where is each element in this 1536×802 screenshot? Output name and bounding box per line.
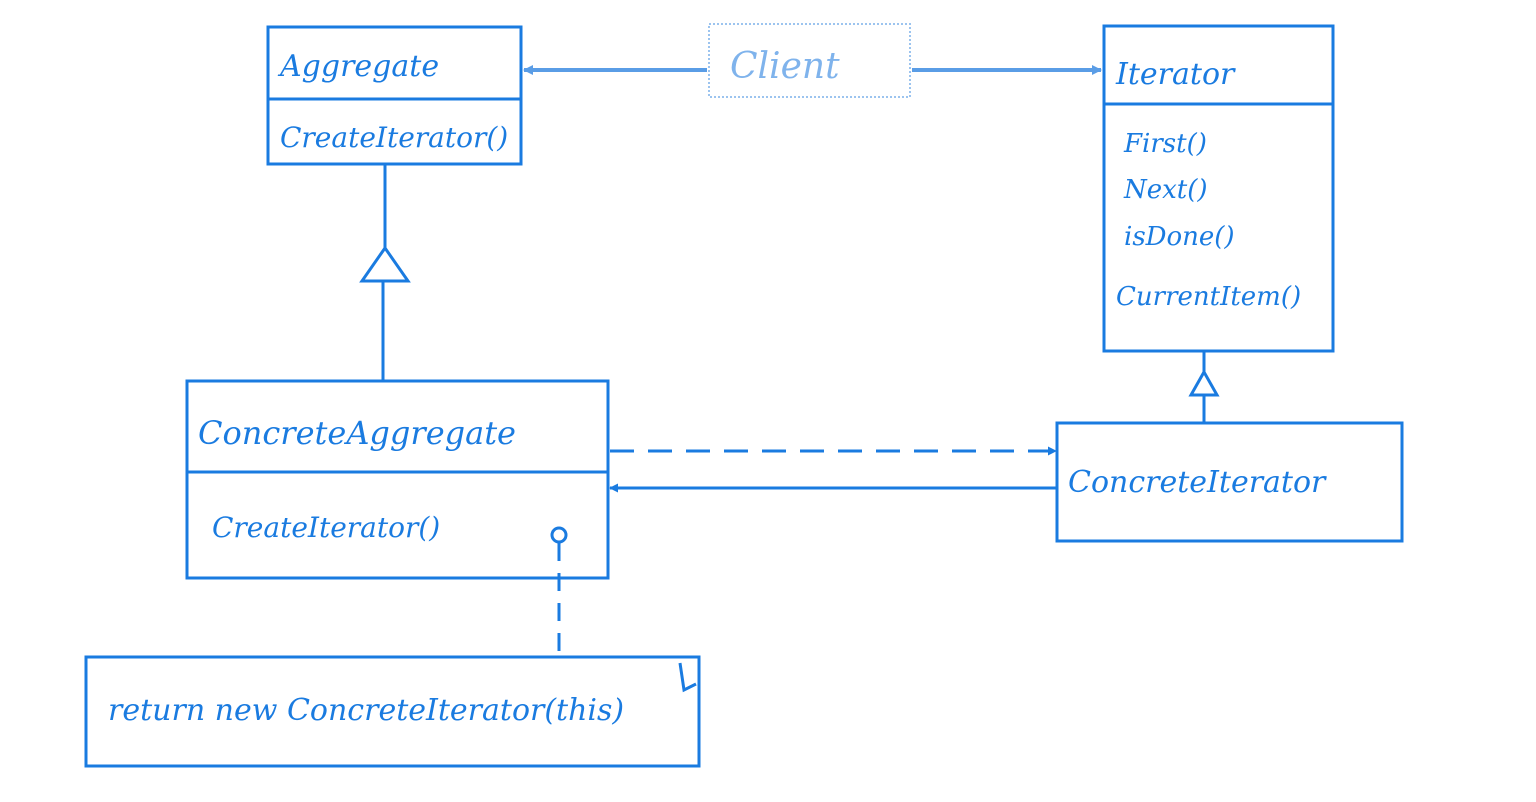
aggregate-box <box>266 25 523 166</box>
iterator-method-current-item: CurrentItem() <box>1116 282 1301 312</box>
iterator-class: Iterator First() Next() isDone() Current… <box>1102 24 1335 353</box>
note-fold-mark <box>678 662 697 693</box>
iterator-method-first: First() <box>1123 129 1207 159</box>
aggregate-inheritance-triangle <box>359 245 411 283</box>
concrete-aggregate-method-create-iterator: CreateIterator() <box>212 511 440 544</box>
note-anchor-circle <box>550 526 568 544</box>
note-text: return new ConcreteIterator(this) <box>108 693 624 728</box>
iterator-method-next: Next() <box>1123 175 1208 205</box>
iterator-box <box>1102 24 1335 353</box>
aggregate-name: Aggregate <box>277 49 439 84</box>
concrete-iterator-class: ConcreteIterator <box>1055 421 1404 543</box>
concrete-aggregate-box <box>185 379 610 580</box>
iterator-method-isdone: isDone() <box>1124 222 1235 252</box>
iterator-name: Iterator <box>1115 57 1236 92</box>
client-box <box>708 23 911 98</box>
concrete-iterator-box <box>1055 421 1404 543</box>
client-label: Client <box>730 46 840 87</box>
iterator-inheritance-triangle <box>1188 368 1220 397</box>
aggregate-method-create-iterator: CreateIterator() <box>280 121 508 154</box>
client-node: Client <box>708 23 911 98</box>
note: return new ConcreteIterator(this) <box>84 655 701 768</box>
concrete-aggregate-class: ConcreteAggregate CreateIterator() <box>185 379 610 580</box>
note-box <box>84 655 701 768</box>
concrete-iterator-name: ConcreteIterator <box>1068 465 1327 500</box>
aggregate-class: Aggregate CreateIterator() <box>266 25 523 166</box>
concrete-aggregate-name: ConcreteAggregate <box>198 414 516 452</box>
